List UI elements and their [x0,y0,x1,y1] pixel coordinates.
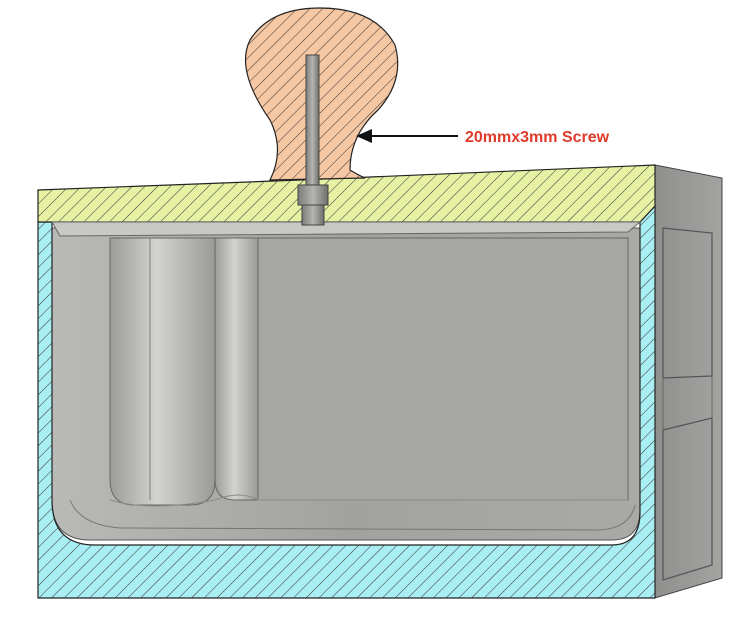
screw-label: 20mmx3mm Screw [465,129,610,146]
knob-section [244,7,399,181]
box-interior [51,227,641,541]
box-side-face [654,164,723,599]
callout-arrow [356,129,458,143]
lid-section [37,164,656,237]
box-wall-section [37,204,656,599]
screw [297,54,329,226]
